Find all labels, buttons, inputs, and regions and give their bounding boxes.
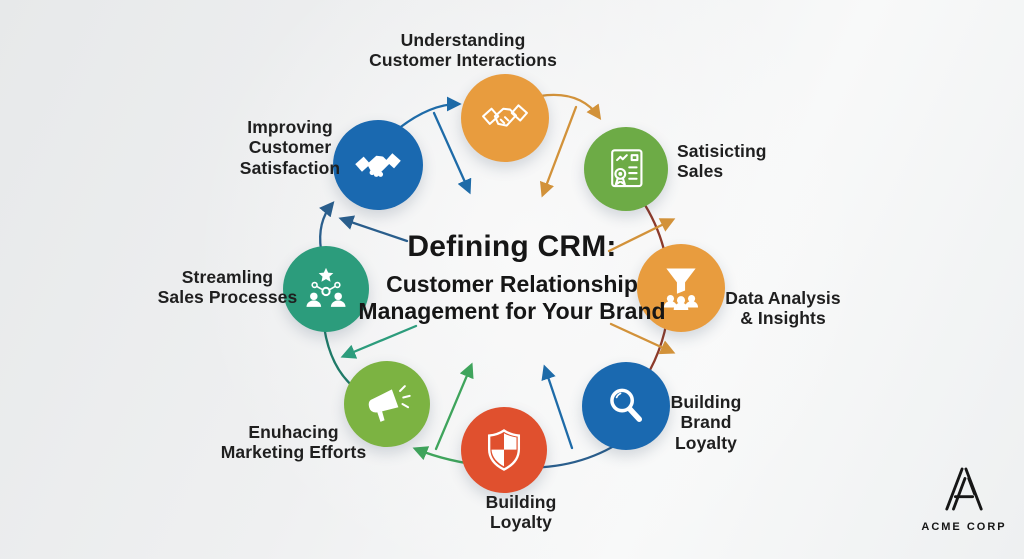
label-streamling-sales-processes: Streamling Sales Processes <box>157 267 298 308</box>
label-satisicting-sales: Satisicting Sales <box>677 141 767 182</box>
node-building-loyalty <box>461 407 547 493</box>
team-network-icon <box>306 267 346 307</box>
acme-logo: ACME CORP <box>916 466 1012 533</box>
arc-top-to-topright <box>538 93 602 121</box>
diagram-title: Defining CRM: <box>407 230 617 263</box>
magnifier-icon <box>610 388 643 423</box>
arrow-top-inward-orange <box>539 105 578 198</box>
node-understanding-customer-interactions <box>461 74 549 162</box>
arc-topleft-to-top <box>396 96 462 131</box>
arrow-bottomright-inward <box>541 364 574 450</box>
label-understanding-customer-interactions: Understanding Customer Interactions <box>369 30 557 71</box>
node-enuhacing-marketing-efforts <box>344 361 430 447</box>
acme-logo-mark-icon <box>945 467 983 511</box>
arrow-left-upper-outward <box>338 215 409 243</box>
node-satisicting-sales <box>584 127 668 211</box>
node-improving-customer-satisfaction <box>333 120 423 210</box>
funnel-leads-icon <box>663 268 699 310</box>
shield-icon <box>487 429 521 471</box>
label-building-brand-loyalty: Building Brand Loyalty <box>670 392 742 453</box>
acme-logo-text: ACME CORP <box>921 521 1007 533</box>
arrow-bottom-inward <box>434 362 474 451</box>
arrow-right-upper-outward <box>607 218 676 253</box>
label-data-analysis-insights: Data Analysis & Insights <box>725 288 841 329</box>
center-title-block: Defining CRM: Customer Relationship Mana… <box>302 230 722 325</box>
node-data-analysis-insights <box>637 244 725 332</box>
diagram-subtitle: Customer Relationship Management for You… <box>358 271 666 325</box>
arrow-right-lower-outward <box>609 322 676 355</box>
label-enuhacing-marketing-efforts: Enuhacing Marketing Efforts <box>220 422 367 463</box>
handshake-solid-icon <box>355 153 401 177</box>
handshake-outline-icon <box>482 104 528 127</box>
arc-left-to-topleft <box>319 201 335 252</box>
node-streamling-sales-processes <box>283 246 369 332</box>
megaphone-icon <box>368 385 411 422</box>
arrow-left-lower-outward <box>340 324 418 359</box>
label-building-loyalty: Building Loyalty <box>485 492 557 533</box>
label-improving-customer-satisfaction: Improving Customer Satisfaction <box>239 117 341 178</box>
certificate-icon <box>611 149 643 188</box>
node-building-brand-loyalty <box>582 362 670 450</box>
arrow-top-inward-blue <box>432 111 472 195</box>
